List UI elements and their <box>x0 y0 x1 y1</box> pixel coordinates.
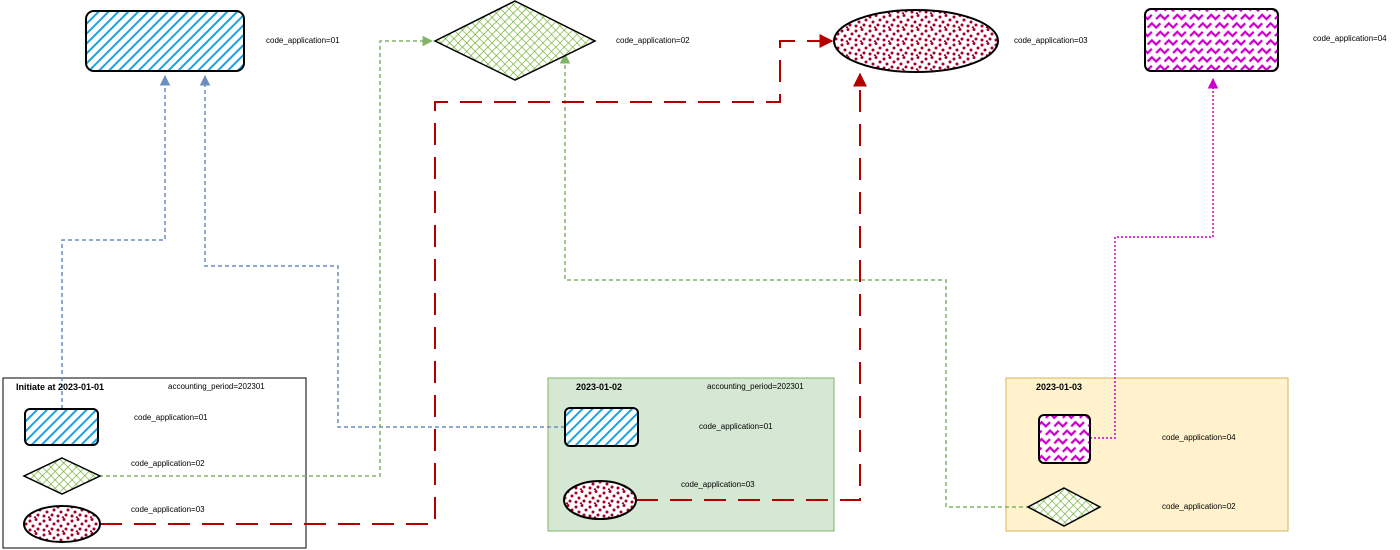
group-2023-01-03-title: 2023-01-03 <box>1036 382 1083 392</box>
day3-app02-shape[interactable] <box>1026 487 1102 527</box>
connector-red-day2-to-app03[interactable] <box>636 72 867 501</box>
app03-target-shape[interactable] <box>833 9 999 73</box>
group-2023-01-02-title: 2023-01-02 <box>576 382 623 392</box>
day3-app02-label: code_application=02 <box>1162 502 1236 511</box>
day2-app01-label: code_application=01 <box>699 422 773 431</box>
app01-target-label: code_application=01 <box>266 36 340 45</box>
group-2023-01-02-period: accounting_period=202301 <box>707 382 804 391</box>
app01-target-shape[interactable] <box>85 10 245 72</box>
app03-target-label: code_application=03 <box>1014 36 1088 45</box>
initiate-app02-shape[interactable] <box>22 457 102 495</box>
initiate-app03-label: code_application=03 <box>131 505 205 514</box>
initiate-app01-shape[interactable] <box>24 408 99 446</box>
app02-target-label: code_application=02 <box>616 36 690 45</box>
group-initiate-title: Initiate at 2023-01-01 <box>16 382 105 392</box>
initiate-app02-label: code_application=02 <box>131 459 205 468</box>
connector-blue-day2-to-app01[interactable] <box>199 74 565 428</box>
connector-green-day3-to-app02[interactable] <box>559 52 1030 508</box>
initiate-app03-shape[interactable] <box>23 505 101 543</box>
initiate-app01-label: code_application=01 <box>134 413 208 422</box>
app04-target-shape[interactable] <box>1144 8 1279 72</box>
day3-app04-shape[interactable] <box>1038 414 1091 464</box>
day2-app03-shape[interactable] <box>563 480 637 520</box>
app02-target-shape[interactable] <box>433 0 597 81</box>
day2-app01-shape[interactable] <box>564 407 639 447</box>
day3-app04-label: code_application=04 <box>1162 433 1236 442</box>
connector-red-initiate-to-app03[interactable] <box>100 34 834 525</box>
day2-app03-label: code_application=03 <box>681 480 755 489</box>
group-initiate-period: accounting_period=202301 <box>168 382 265 391</box>
connector-green-initiate-to-app02[interactable] <box>99 35 434 477</box>
connector-magenta-day3-to-app04[interactable] <box>1090 77 1219 439</box>
connector-blue-initiate-to-app01[interactable] <box>61 74 171 409</box>
app04-target-label: code_application=04 <box>1313 34 1387 43</box>
